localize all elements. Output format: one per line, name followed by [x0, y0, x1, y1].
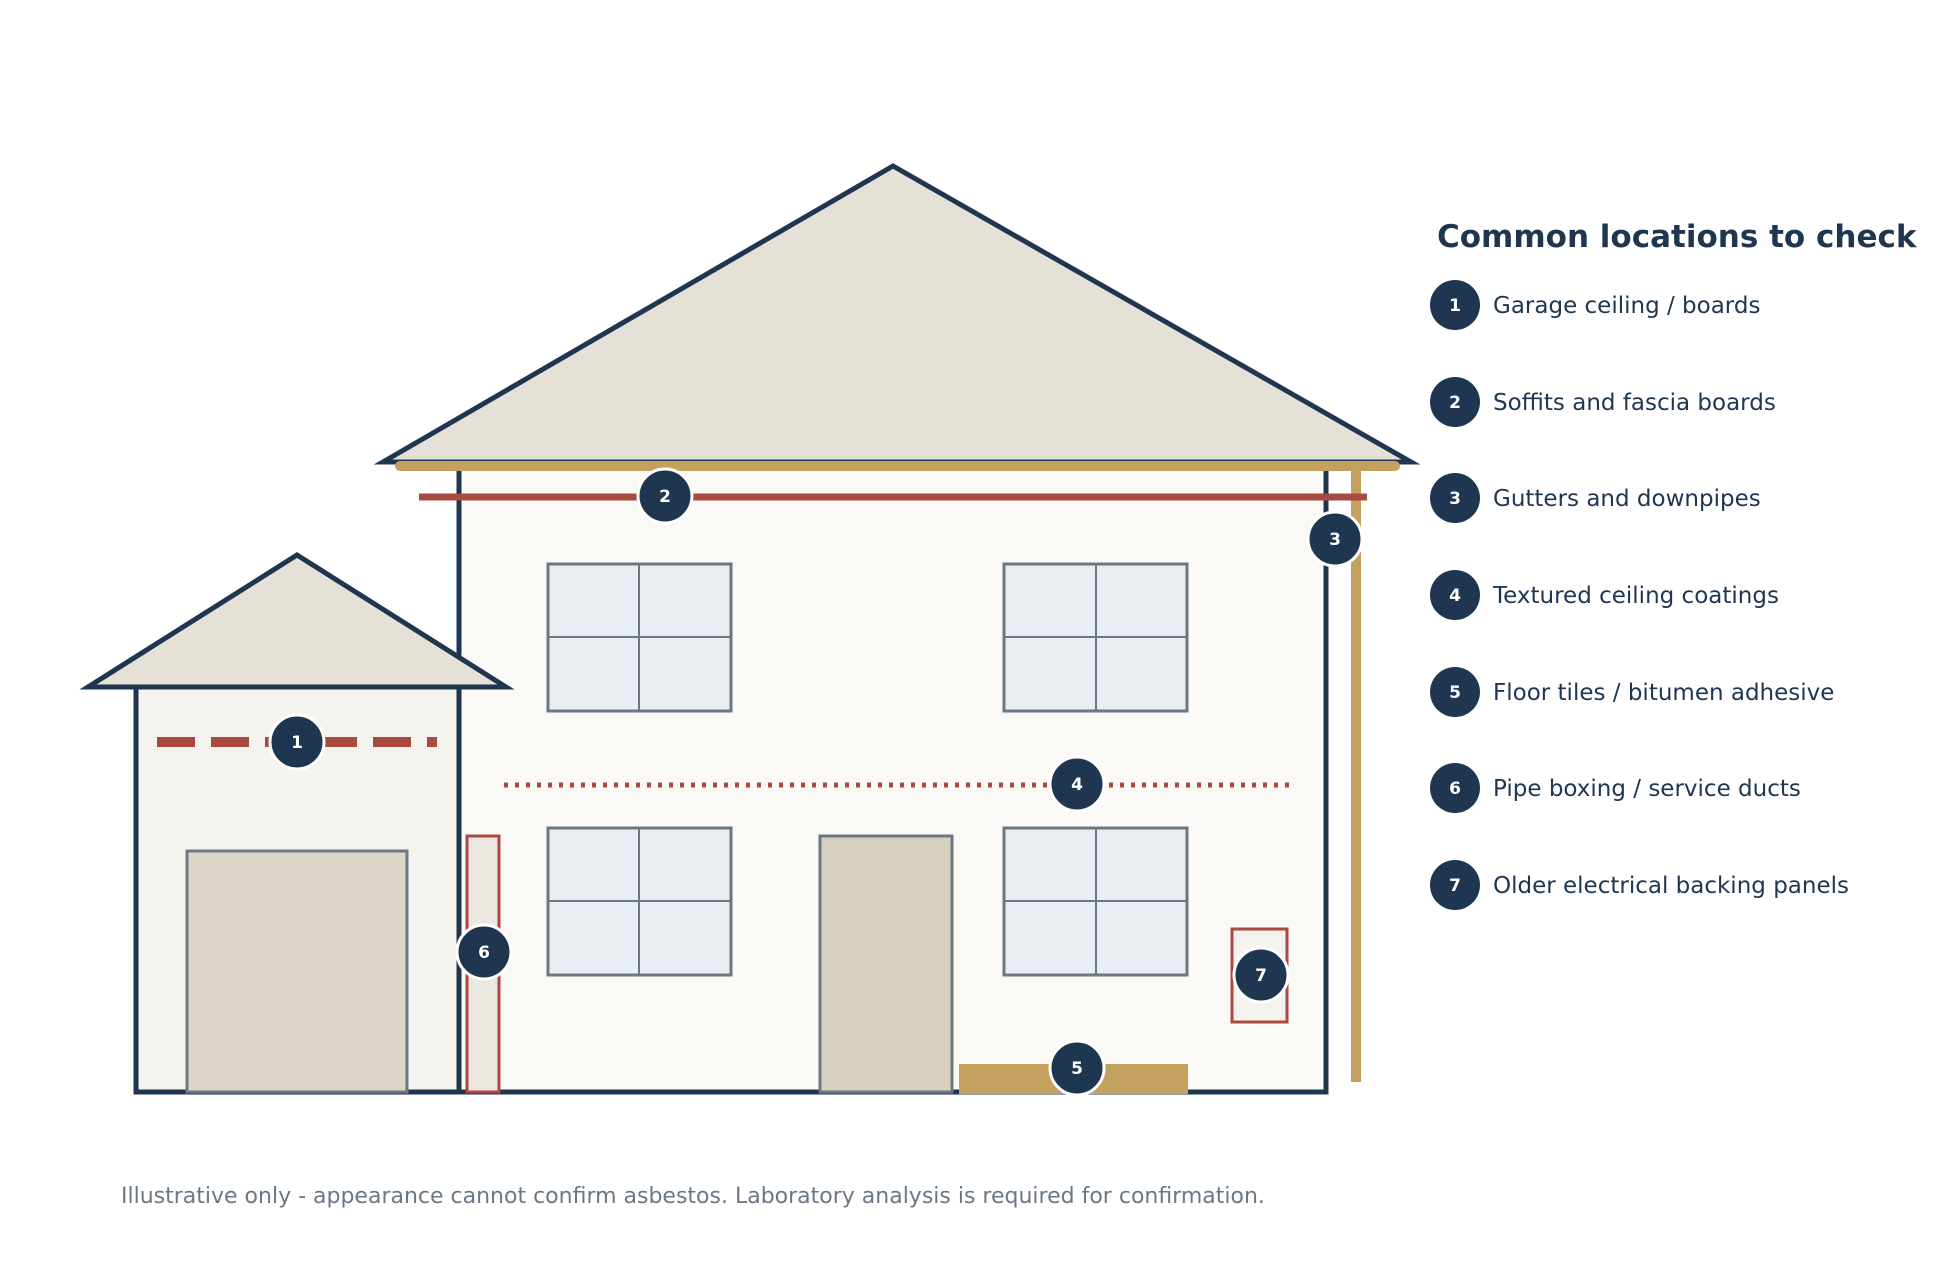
legend-item-label: Textured ceiling coatings — [1492, 583, 1779, 609]
marker-5: 5 — [1048, 1039, 1106, 1097]
svg-text:6: 6 — [478, 943, 490, 963]
legend-item-4: 4 Textured ceiling coatings — [1430, 570, 1779, 620]
svg-text:2: 2 — [659, 487, 671, 507]
svg-text:3: 3 — [1449, 489, 1461, 509]
legend-item-5: 5 Floor tiles / bitumen adhesive — [1430, 667, 1834, 717]
marker-4: 4 — [1048, 755, 1106, 813]
svg-text:2: 2 — [1449, 393, 1461, 413]
marker-1: 1 — [268, 713, 326, 771]
svg-text:4: 4 — [1449, 586, 1461, 606]
marker-3: 3 — [1306, 510, 1364, 568]
svg-text:6: 6 — [1449, 779, 1461, 799]
footnote: Illustrative only - appearance cannot co… — [121, 1184, 1265, 1209]
legend-item-6: 6 Pipe boxing / service ducts — [1430, 763, 1801, 813]
legend-item-label: Pipe boxing / service ducts — [1493, 776, 1801, 802]
legend-item-7: 7 Older electrical backing panels — [1430, 860, 1849, 910]
svg-text:4: 4 — [1071, 775, 1083, 795]
legend-item-3: 3 Gutters and downpipes — [1430, 473, 1761, 523]
legend-item-label: Gutters and downpipes — [1493, 486, 1761, 512]
window-upper-left — [546, 562, 733, 713]
window-upper-right — [1002, 562, 1189, 713]
legend-item-label: Floor tiles / bitumen adhesive — [1493, 680, 1834, 706]
front-door — [818, 834, 954, 1094]
legend-item-label: Older electrical backing panels — [1493, 873, 1849, 899]
legend-item-label: Garage ceiling / boards — [1493, 293, 1760, 319]
house-roof — [373, 163, 1421, 465]
svg-text:3: 3 — [1329, 530, 1341, 550]
marker-6: 6 — [455, 923, 513, 981]
svg-text:7: 7 — [1255, 966, 1267, 986]
svg-text:1: 1 — [1449, 296, 1461, 316]
legend-item-label: Soffits and fascia boards — [1493, 390, 1776, 416]
marker-7: 7 — [1232, 946, 1290, 1004]
garage-door — [185, 849, 409, 1094]
window-lower-right — [1002, 826, 1189, 977]
svg-text:7: 7 — [1449, 876, 1461, 896]
marker-2: 2 — [636, 467, 694, 525]
svg-text:5: 5 — [1449, 683, 1461, 703]
svg-text:5: 5 — [1071, 1059, 1083, 1079]
legend-item-2: 2 Soffits and fascia boards — [1430, 377, 1776, 427]
svg-text:1: 1 — [291, 733, 303, 753]
legend-item-1: 1 Garage ceiling / boards — [1430, 280, 1760, 330]
legend-title: Common locations to check — [1437, 219, 1918, 255]
garage-roof — [79, 552, 515, 690]
window-lower-left — [546, 826, 733, 977]
